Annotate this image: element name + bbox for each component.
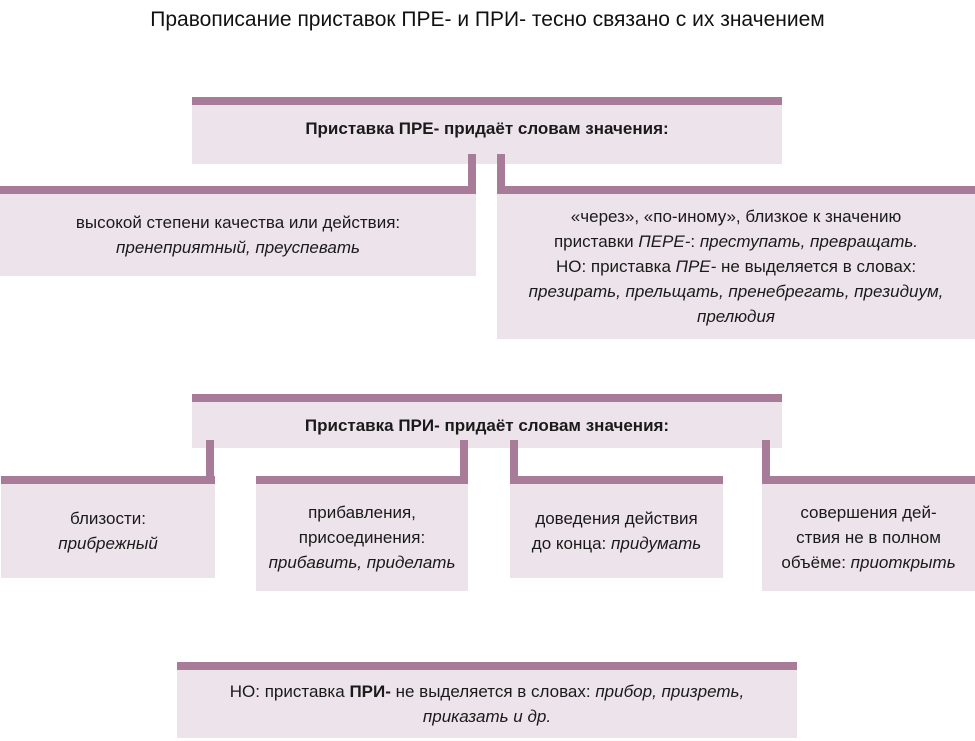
pre-exception-text: НО: приставка [555, 257, 676, 276]
pre-exception-rest: не выделяется в словах: [716, 257, 917, 276]
pri-meaning-addition: прибавления, присоединения: прибавить, п… [256, 476, 468, 591]
pre-through-colon: : [690, 232, 700, 251]
pre-header-text: Приставка ПРЕ- придаёт словам значения: [305, 119, 669, 138]
pre-header-box: Приставка ПРЕ- придаёт словам значения: [192, 97, 782, 164]
pri-connector-1 [206, 440, 214, 484]
pri-meaning-completion: доведения действия до конца: придумать [510, 476, 723, 578]
pri-completion-line2: до конца: придумать [532, 531, 701, 556]
pri-incomplete-line3: объёме: приоткрыть [781, 550, 955, 575]
pre-meaning-high-degree-examples: пренеприятный, преуспевать [116, 238, 360, 257]
pri-header-text: Приставка ПРИ- придаёт словам значения: [304, 416, 670, 435]
pri-exception-examples-1: прибор, призреть, [595, 682, 745, 701]
pri-exception-line1: НО: приставка ПРИ- не выделяется в слова… [230, 679, 744, 704]
pre-connector-right [497, 154, 505, 194]
pri-completion-text: до конца: [531, 534, 612, 553]
pri-exception-prefix: ПРИ- [349, 682, 391, 701]
pre-exception-examples-1: презирать, прельщать, пренебрегать, през… [528, 282, 944, 301]
pri-incomplete-examples: приоткрыть [850, 553, 956, 572]
pre-connector-left [468, 154, 476, 194]
pri-header-box: Приставка ПРИ- придаёт словам значения: [192, 394, 782, 448]
pre-exception-prefix: ПРЕ- [675, 257, 717, 276]
pri-connector-3 [510, 440, 518, 484]
pre-through-line3: НО: приставка ПРЕ- не выделяется в слова… [529, 254, 944, 279]
pri-meaning-proximity: близости: прибрежный [1, 476, 215, 578]
pri-incomplete-line2: ствия не в полном [796, 528, 941, 547]
pri-connector-4 [762, 440, 770, 484]
pri-incomplete-line1: совершения дей- [800, 503, 937, 522]
pri-proximity-examples: прибрежный [58, 534, 158, 553]
pre-meaning-high-degree: высокой степени качества или действия: п… [0, 186, 476, 276]
pre-through-line2-text: приставки [553, 232, 639, 251]
pri-exception-note: НО: приставка ПРИ- не выделяется в слова… [177, 662, 797, 738]
pri-completion-line1: доведения действия [535, 509, 698, 528]
pre-exception-examples-2: прелюдия [696, 307, 775, 326]
pri-completion-examples: придумать [611, 534, 702, 553]
pre-meaning-high-degree-text: высокой степени качества или действия: [75, 213, 401, 232]
pri-incomplete-text: объёме: [781, 553, 851, 572]
pri-addition-line2: присоединения: [298, 528, 426, 547]
pre-through-pere-prefix: ПЕРЕ- [638, 232, 691, 251]
pre-meaning-through: «через», «по-иному», близкое к значению … [497, 186, 975, 339]
pri-exception-text: НО: приставка [229, 682, 350, 701]
pre-through-examples: преступать, превращать. [699, 232, 919, 251]
pri-exception-examples-2: приказать и др. [422, 707, 552, 726]
pri-meaning-incomplete: совершения дей- ствия не в полном объёме… [762, 476, 975, 591]
pre-through-line2: приставки ПЕРЕ-: преступать, превращать. [529, 229, 944, 254]
pri-connector-2 [460, 440, 468, 484]
pri-exception-rest: не выделяется в словах: [390, 682, 596, 701]
page-title: Правописание приставок ПРЕ- и ПРИ- тесно… [150, 8, 825, 31]
pre-through-line1: «через», «по-иному», близкое к значению [570, 207, 902, 226]
pri-addition-examples: прибавить, приделать [268, 553, 456, 572]
pri-proximity-text: близости: [70, 509, 146, 528]
pri-addition-line1: прибавления, [308, 503, 416, 522]
